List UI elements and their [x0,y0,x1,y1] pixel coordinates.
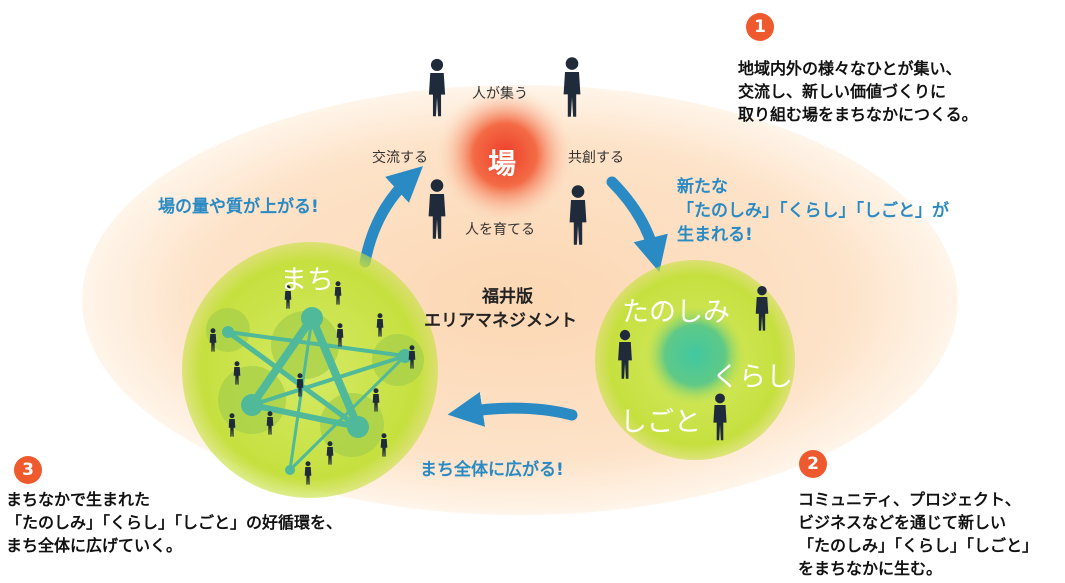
network-nodes [222,307,412,475]
point-3-badge: 3 [22,460,34,480]
title-fukui-ban: 福井版 [482,287,533,307]
arrow-label-left: 場の量や質が上がる! [158,197,319,217]
kurashi-label: くらし [712,362,793,393]
point-2-text: コミュニティ、プロジェクト、 ビジネスなどを通じて新しい 「たのしみ」「くらし」… [798,490,1039,578]
label-hito-wo-sodateru: 人を育てる [465,222,535,238]
tanoshimi-label: たのしみ [622,297,730,328]
network-lines [225,314,407,472]
arrow-label-bottom: まち全体に広がる! [420,460,564,480]
ba-glow [435,85,575,225]
title-area-management: エリアマネジメント [424,311,577,331]
arrow-left-up [359,166,423,268]
point-2-badge: 2 [807,454,819,474]
label-hito-ga-tsudou: 人が集う [472,86,528,102]
point-3-text: まちなかで生まれた 「たのしみ」「くらし」「しごと」の好循環を、 まち全体に広げ… [6,490,343,555]
arrow-label-right-3: 生まれる! [677,225,753,245]
badge-2-shape [799,450,827,478]
arrow-label-right-2: 「たのしみ」「くらし」「しごと」が [677,201,949,221]
ba-label: 場 [488,147,517,180]
point-1-text: 地域内外の様々なひとが集い、 交流し、新しい価値づくりに 取り組む場をまちなかに… [738,59,978,124]
label-kouryuu-suru: 交流する [372,150,428,166]
badge-3-shape [14,456,42,484]
right-circle [595,260,795,460]
label-kyousou-suru: 共創する [568,150,624,166]
point-1-badge: 1 [754,17,766,37]
shigoto-label: しごと [620,407,701,438]
badge-1-shape [746,13,774,41]
arrow-right-down [606,176,668,273]
machi-label: まち [280,265,334,296]
arrow-bottom-left [447,391,578,427]
arrow-label-right-1: 新たな [677,177,728,197]
